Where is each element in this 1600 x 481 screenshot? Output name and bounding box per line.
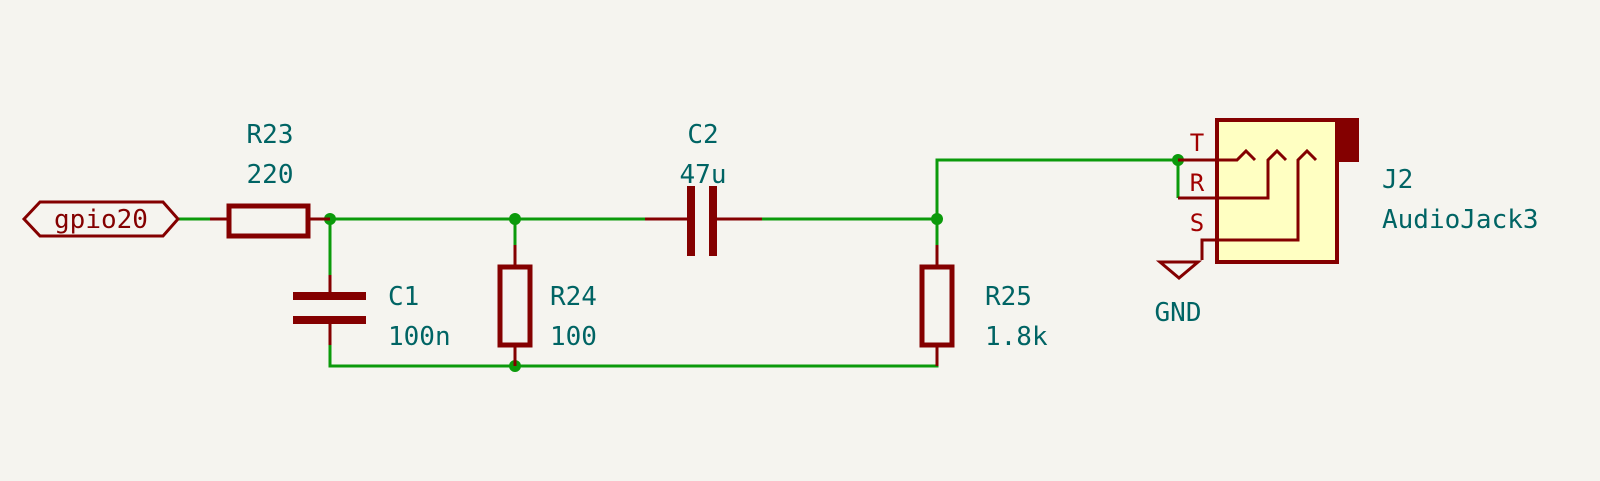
gnd-power-symbol[interactable]: GND xyxy=(1155,260,1203,328)
capacitor-c2[interactable]: C2 47u xyxy=(645,120,762,256)
junctions xyxy=(324,154,1184,372)
jack-pin-s: S xyxy=(1190,209,1204,237)
global-label-text: gpio20 xyxy=(54,205,148,235)
capacitor-c1[interactable]: C1 100n xyxy=(293,275,451,352)
r25-ref: R25 xyxy=(985,282,1032,312)
c1-value: 100n xyxy=(388,322,451,352)
global-label-gpio20[interactable]: gpio20 xyxy=(21,200,181,238)
jack-pin-r: R xyxy=(1190,169,1205,197)
j2-ref: J2 xyxy=(1382,165,1413,195)
j2-value: AudioJack3 xyxy=(1382,205,1539,235)
c2-value: 47u xyxy=(680,160,727,190)
r23-ref: R23 xyxy=(247,120,294,150)
c2-ref: C2 xyxy=(687,120,718,150)
resistor-r25[interactable]: R25 1.8k xyxy=(919,245,1048,366)
gnd-label: GND xyxy=(1155,298,1202,328)
c1-ref: C1 xyxy=(388,282,419,312)
jack-pin-t: T xyxy=(1190,129,1204,157)
resistor-r23[interactable]: R23 220 xyxy=(210,120,330,239)
ground-icon xyxy=(1155,260,1203,280)
r25-value: 1.8k xyxy=(985,322,1048,352)
resistor-r24[interactable]: R24 100 xyxy=(497,245,597,366)
r24-value: 100 xyxy=(550,322,597,352)
r23-value: 220 xyxy=(247,160,294,190)
audio-jack-j2[interactable]: T R S J2 AudioJack3 xyxy=(1178,118,1539,264)
r24-ref: R24 xyxy=(550,282,597,312)
